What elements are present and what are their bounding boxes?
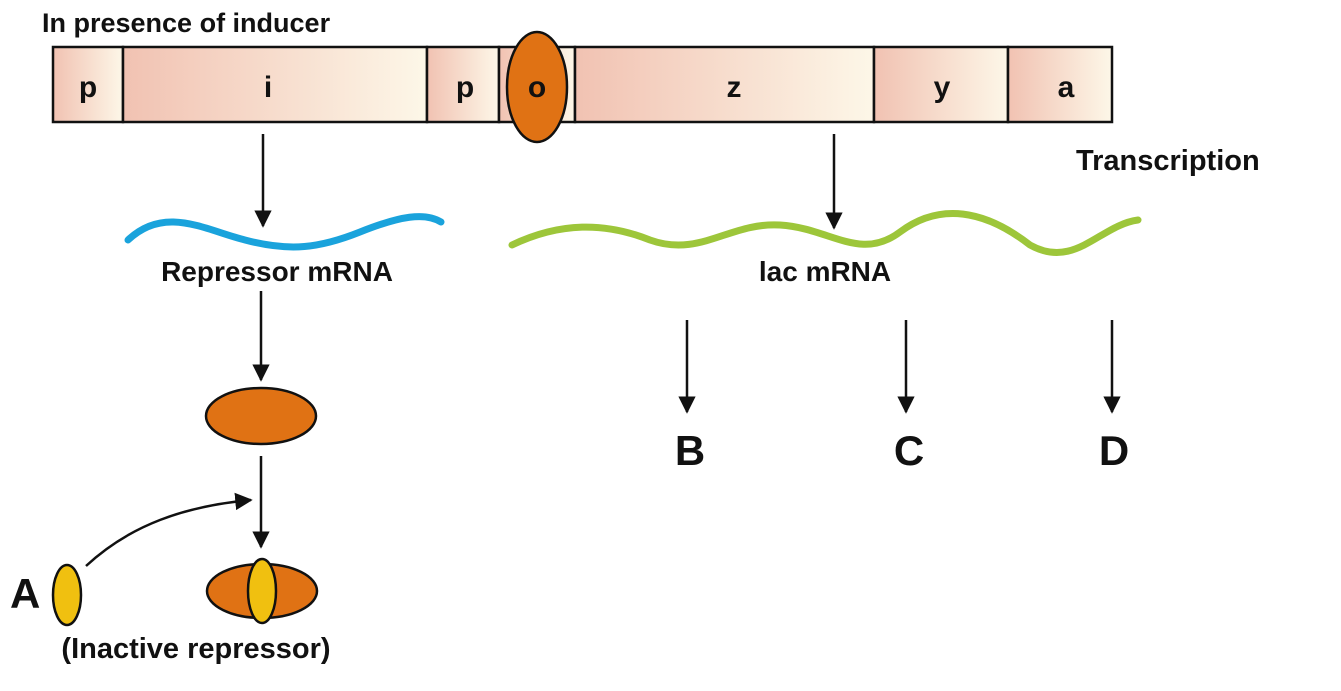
gene-label-p2: p bbox=[456, 71, 474, 104]
gene-label-p1: p bbox=[79, 71, 97, 104]
inducer-binding-arrow bbox=[85, 492, 253, 567]
z-gene-segment bbox=[573, 45, 876, 124]
promoter-segment-2 bbox=[425, 45, 501, 124]
label-C: C bbox=[894, 427, 924, 474]
promoter-segment-1 bbox=[51, 45, 125, 124]
label-B: B bbox=[675, 427, 705, 474]
a-gene-segment bbox=[1006, 45, 1114, 124]
repressor-protein bbox=[204, 386, 318, 446]
lac-mrna-strand bbox=[508, 210, 1142, 256]
inducer-molecule bbox=[51, 563, 83, 627]
label-A: A bbox=[10, 570, 40, 617]
lac-mrna-label: lac mRNA bbox=[759, 256, 891, 287]
gene-label-o: o bbox=[528, 71, 546, 104]
gene-label-a: a bbox=[1058, 71, 1075, 104]
bound-inducer bbox=[246, 557, 278, 625]
label-D: D bbox=[1099, 427, 1129, 474]
i-gene-segment bbox=[121, 45, 429, 124]
gene-label-z: z bbox=[727, 71, 742, 104]
inactive-repressor-complex bbox=[205, 557, 319, 625]
gene-label-y: y bbox=[934, 71, 951, 104]
dna-strip bbox=[51, 45, 1114, 124]
operator-oval bbox=[505, 30, 569, 144]
repressor-mrna-label: Repressor mRNA bbox=[161, 256, 393, 287]
diagram-title: In presence of inducer bbox=[42, 8, 331, 38]
transcription-label: Transcription bbox=[1076, 145, 1260, 177]
gene-label-i: i bbox=[264, 71, 272, 104]
repressor-mrna-strand bbox=[124, 213, 445, 251]
inactive-repressor-label: (Inactive repressor) bbox=[61, 633, 330, 665]
